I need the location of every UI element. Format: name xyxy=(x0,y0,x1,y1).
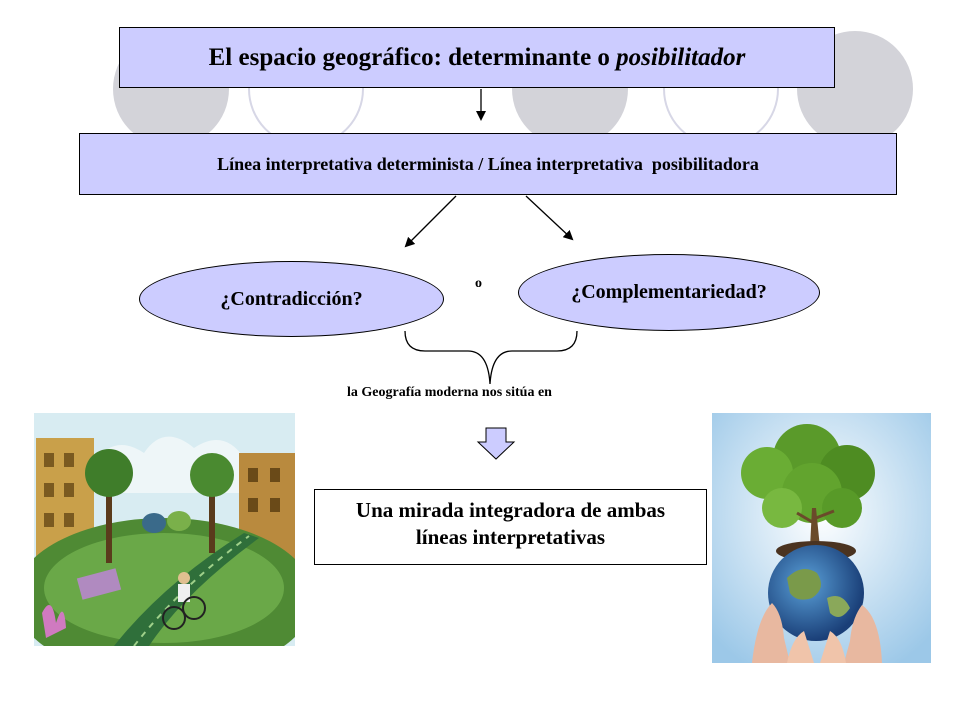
conclusion-box: Una mirada integradora de ambas líneas i… xyxy=(314,489,707,565)
subtitle-text: Línea interpretativa determinista / Líne… xyxy=(217,153,759,174)
bridge-text: la Geografía moderna nos sitúa en xyxy=(347,385,552,400)
contradiccion-text: ¿Contradicción? xyxy=(220,287,363,310)
title-italic-text: posibilitador xyxy=(616,43,746,71)
title-box: El espacio geográfico: determinante o po… xyxy=(119,27,835,88)
city-park-image xyxy=(34,413,295,646)
contradiccion-ellipse: ¿Contradicción? xyxy=(139,261,444,337)
connector-o: o xyxy=(475,276,482,291)
down-block-arrow xyxy=(476,427,516,460)
tree-globe-image xyxy=(712,413,931,663)
title-text: El espacio geográfico: determinante o xyxy=(208,43,617,71)
complementariedad-ellipse: ¿Complementariedad? xyxy=(518,254,820,331)
arrow-to-complementariedad xyxy=(525,195,574,241)
complementariedad-text: ¿Complementariedad? xyxy=(571,281,767,303)
arrow-to-contradiccion xyxy=(404,195,457,248)
curly-brace xyxy=(404,330,578,385)
conclusion-line-1: Una mirada integradora de ambas xyxy=(355,498,666,522)
conclusion-line-2: líneas interpretativas xyxy=(415,525,606,549)
subtitle-box: Línea interpretativa determinista / Líne… xyxy=(79,133,897,195)
